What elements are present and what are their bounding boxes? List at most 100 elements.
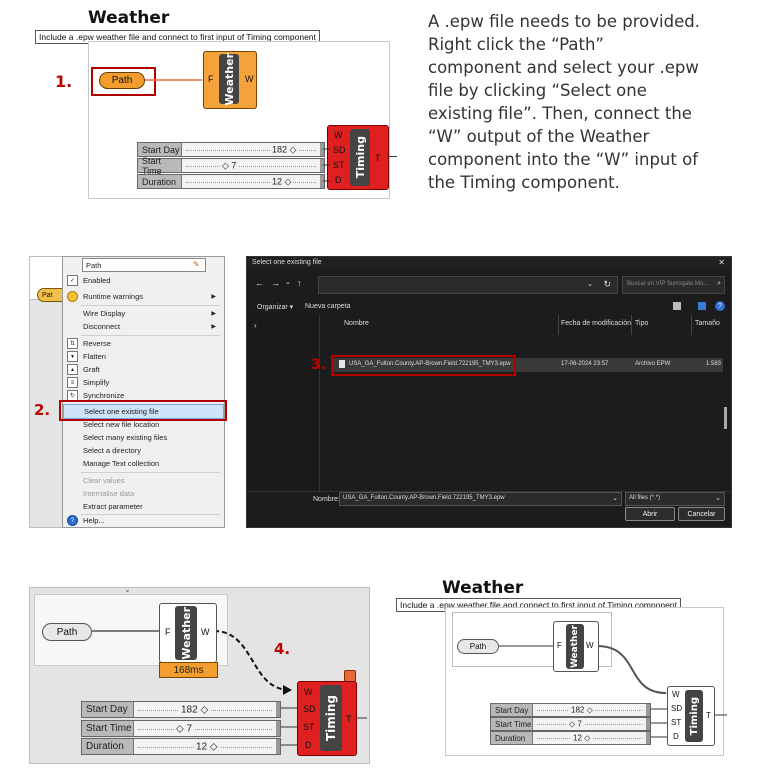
slider-value: 182 ◇: [270, 144, 299, 155]
chevron-down-icon[interactable]: ⌄: [612, 495, 618, 502]
start-time-slider[interactable]: Start Time ◇ 7: [81, 720, 281, 737]
timing-port-sd[interactable]: SD: [303, 704, 316, 714]
menu-item-reverse[interactable]: ⇅Reverse: [63, 337, 224, 350]
path-component[interactable]: Path: [42, 623, 92, 641]
column-name[interactable]: Nombre: [344, 320, 369, 327]
address-bar[interactable]: ⌄ ↻: [318, 276, 618, 294]
refresh-icon[interactable]: ↻: [603, 279, 611, 289]
weather-component[interactable]: F W Weather: [159, 603, 217, 663]
menu-item-select-a-directory[interactable]: Select a directory: [83, 446, 141, 455]
timing-port-t[interactable]: T: [346, 714, 352, 724]
path-component[interactable]: Path: [457, 639, 499, 654]
slider-value: ◇ 7: [567, 719, 584, 729]
weather-component[interactable]: F W Weather: [553, 621, 599, 672]
menu-item-flatten[interactable]: ▾Flatten: [63, 350, 224, 363]
menu-item-help[interactable]: ?Help...: [63, 514, 224, 527]
timing-port-st[interactable]: ST: [671, 718, 682, 727]
chevron-down-icon[interactable]: ⌄: [285, 279, 291, 286]
timing-port-sd[interactable]: SD: [333, 145, 346, 155]
timing-component[interactable]: Timing W SD ST D T: [667, 686, 715, 746]
menu-item-select-many-existing-files[interactable]: Select many existing files: [83, 433, 168, 442]
menu-item-simplify[interactable]: ≡Simplify: [63, 376, 224, 389]
nickname-field[interactable]: Path: [82, 258, 206, 272]
view-options-icon[interactable]: [673, 302, 681, 310]
path-component[interactable]: Path: [99, 72, 145, 89]
chevron-right-icon[interactable]: ›: [254, 321, 257, 330]
search-input[interactable]: Buscar en VIP Surrogate Mo... ⌕: [622, 276, 725, 294]
timing-port-st[interactable]: ST: [333, 160, 345, 170]
column-size[interactable]: Tamaño: [695, 320, 720, 327]
timing-component[interactable]: Timing W SD ST D T: [327, 125, 389, 190]
column-date[interactable]: Fecha de modificación: [561, 320, 632, 327]
step-1-label: 1.: [55, 72, 73, 91]
start-day-slider[interactable]: Start Day 182 ◇: [137, 142, 325, 157]
duration-slider[interactable]: Duration 12 ◇: [81, 738, 281, 755]
timing-port-d[interactable]: D: [305, 740, 312, 750]
timing-component-name: Timing: [320, 685, 342, 751]
timing-port-d[interactable]: D: [335, 175, 342, 185]
new-folder-button[interactable]: Nueva carpeta: [305, 303, 351, 310]
menu-item-select-one-existing-file[interactable]: Select one existing file: [63, 404, 224, 419]
timing-port-st[interactable]: ST: [303, 722, 315, 732]
menu-item-disconnect[interactable]: Disconnect▶: [83, 322, 216, 331]
weather-port-w[interactable]: W: [586, 641, 594, 650]
menu-item-wire-display[interactable]: Wire Display▶: [83, 309, 216, 318]
back-arrow-icon[interactable]: ←: [255, 278, 264, 288]
path-component-stub[interactable]: Pat: [37, 288, 69, 302]
organize-button[interactable]: Organizar ▾: [257, 304, 294, 311]
file-name-input[interactable]: USA_GA_Fulton.County.AP-Brown.Field.7221…: [339, 492, 622, 506]
start-time-slider[interactable]: Start Time ◇ 7: [490, 717, 651, 731]
column-type[interactable]: Tipo: [635, 320, 649, 327]
navigation-pane[interactable]: ›: [247, 315, 320, 491]
cancel-button[interactable]: Cancelar: [678, 507, 725, 521]
start-day-slider[interactable]: Start Day 182 ◇: [81, 701, 281, 718]
duration-slider[interactable]: Duration 12 ◇: [137, 174, 325, 189]
weather-port-f[interactable]: F: [165, 627, 171, 637]
weather-port-w[interactable]: W: [201, 627, 210, 637]
timing-port-d[interactable]: D: [673, 732, 679, 741]
timing-port-w[interactable]: W: [304, 687, 313, 697]
help-icon[interactable]: ?: [715, 301, 725, 311]
slider-label: Duration: [138, 175, 182, 188]
weather-port-f[interactable]: F: [208, 74, 214, 84]
preview-pane-icon[interactable]: [698, 302, 706, 310]
menu-item-graft[interactable]: ▴Graft: [63, 363, 224, 376]
scrollbar-thumb[interactable]: [724, 407, 727, 429]
file-type-filter[interactable]: All files (*.*) ⌄: [625, 492, 725, 506]
search-icon: ⌕: [717, 280, 721, 287]
timing-port-t[interactable]: T: [375, 153, 381, 163]
weather-component-name: Weather: [175, 606, 197, 660]
slider-label: Start Day: [82, 702, 134, 717]
menu-item-extract-parameter[interactable]: Extract parameter: [83, 502, 143, 511]
up-arrow-icon[interactable]: ↑: [297, 278, 302, 288]
file-row[interactable]: USA_GA_Fulton.County.AP-Brown.Field.7221…: [333, 358, 723, 372]
menu-item-manage-text-collection[interactable]: Manage Text collection: [83, 459, 160, 468]
chevron-down-icon[interactable]: ⌄: [715, 495, 721, 502]
open-button[interactable]: Abrir: [625, 507, 675, 521]
rename-icon[interactable]: ✎: [193, 260, 200, 269]
weather-component[interactable]: F W Weather: [203, 51, 257, 109]
chevron-down-icon[interactable]: ⌄: [587, 281, 593, 288]
start-day-slider[interactable]: Start Day 182 ◇: [490, 703, 651, 717]
forward-arrow-icon[interactable]: →: [271, 278, 280, 288]
timing-port-sd[interactable]: SD: [671, 704, 683, 713]
timing-port-w[interactable]: W: [334, 130, 343, 140]
close-icon[interactable]: ✕: [718, 258, 725, 267]
duration-slider[interactable]: Duration 12 ◇: [490, 731, 651, 745]
instruction-line: existing file”. Then, connect the: [428, 104, 692, 123]
menu-item-runtime-warnings[interactable]: Runtime warnings▶: [63, 290, 224, 303]
context-menu: Path ✎ ✓Enabled Runtime warnings▶ Wire D…: [62, 256, 225, 528]
menu-item-select-new-file-location[interactable]: Select new file location: [83, 420, 160, 429]
timing-component[interactable]: Timing W SD ST D T: [297, 681, 357, 756]
timing-port-t[interactable]: T: [706, 711, 711, 720]
file-name-value: USA_GA_Fulton.County.AP-Brown.Field.7221…: [343, 495, 505, 501]
weather-port-f[interactable]: F: [557, 641, 562, 650]
chevron-down-icon: ⌄: [124, 585, 131, 594]
menu-item-enabled[interactable]: ✓Enabled: [63, 274, 224, 287]
timing-port-w[interactable]: W: [672, 690, 680, 699]
start-time-slider[interactable]: Start Time ◇ 7: [137, 156, 325, 176]
weather-port-w[interactable]: W: [245, 74, 254, 84]
slider-label: Start Day: [138, 143, 182, 156]
